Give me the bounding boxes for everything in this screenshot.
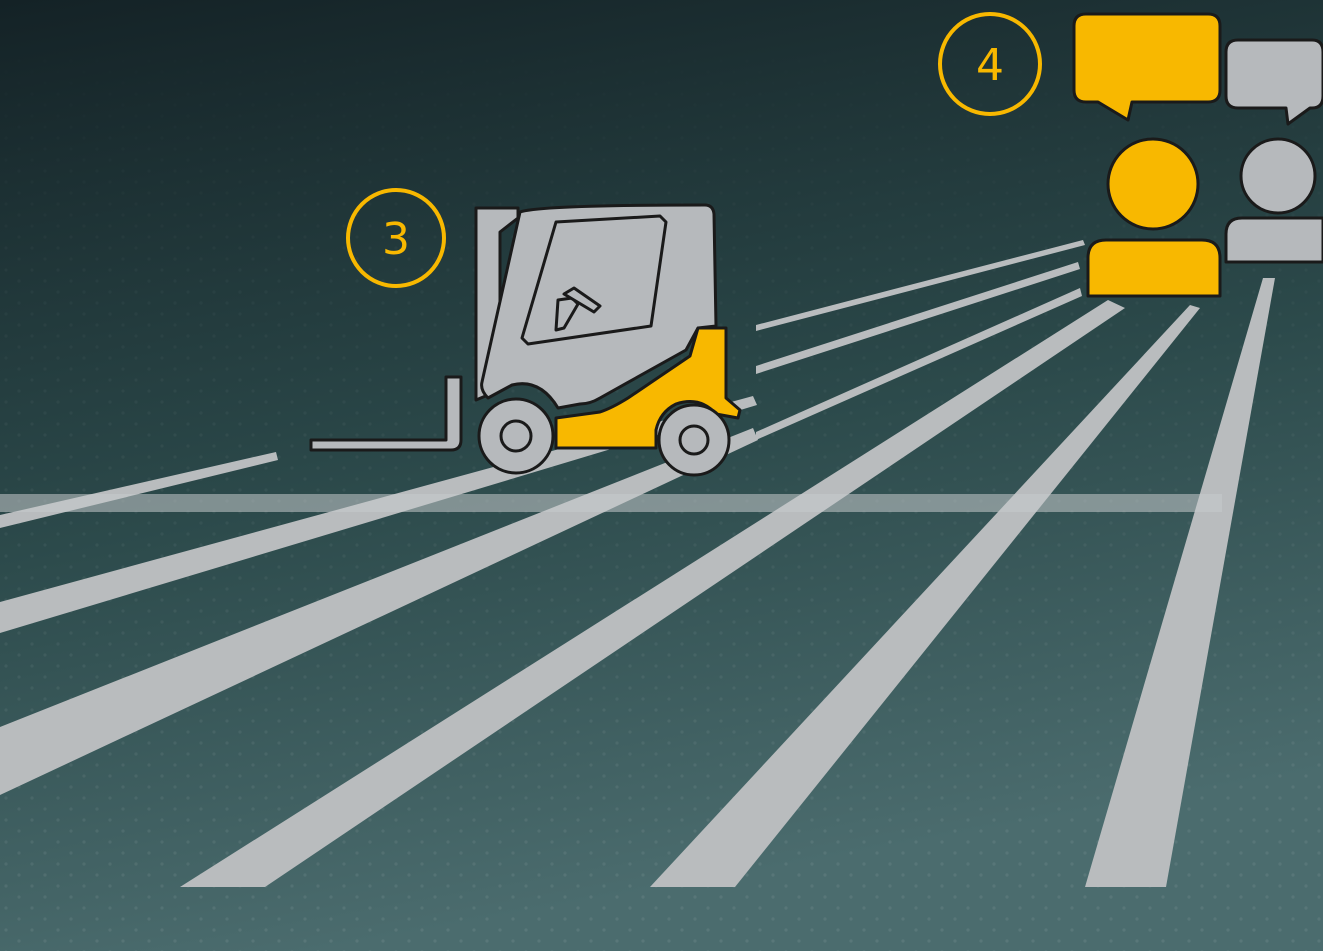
step-number: 4 [976,40,1004,91]
cross-stripe [0,494,1222,512]
step-number: 3 [382,214,410,265]
